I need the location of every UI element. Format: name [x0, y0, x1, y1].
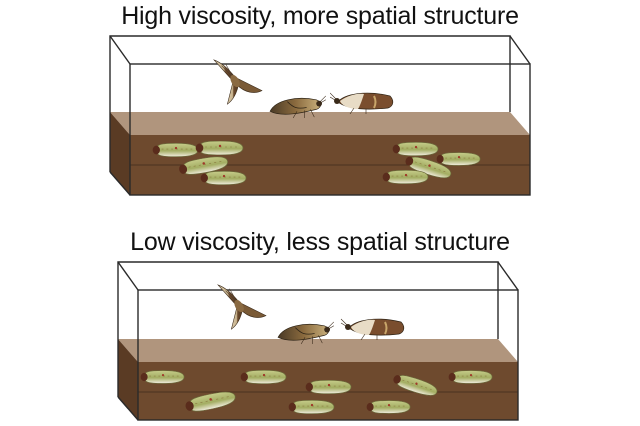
- top-moths: [213, 59, 394, 119]
- moth-icon: [213, 59, 263, 105]
- top-tank: [109, 35, 531, 196]
- larva-icon: [195, 141, 244, 155]
- bottom-tank: [117, 261, 519, 421]
- top-panel-title: High viscosity, more spatial structure: [121, 2, 519, 30]
- larva-icon: [392, 142, 439, 156]
- larva-icon: [305, 380, 352, 394]
- larva-icon: [240, 370, 287, 384]
- larva-icon: [436, 152, 481, 166]
- larva-icon: [366, 400, 411, 414]
- moth-icon: [217, 284, 267, 330]
- larva-icon: [152, 143, 199, 157]
- moth-icon: [330, 92, 394, 114]
- larva-icon: [288, 400, 335, 414]
- larva-icon: [448, 370, 493, 384]
- larva-icon: [382, 170, 429, 184]
- bottom-moths: [217, 284, 405, 345]
- bottom-panel-title: Low viscosity, less spatial structure: [130, 228, 510, 256]
- larva-icon: [200, 171, 247, 185]
- moth-icon: [340, 317, 405, 340]
- larva-icon: [140, 370, 185, 384]
